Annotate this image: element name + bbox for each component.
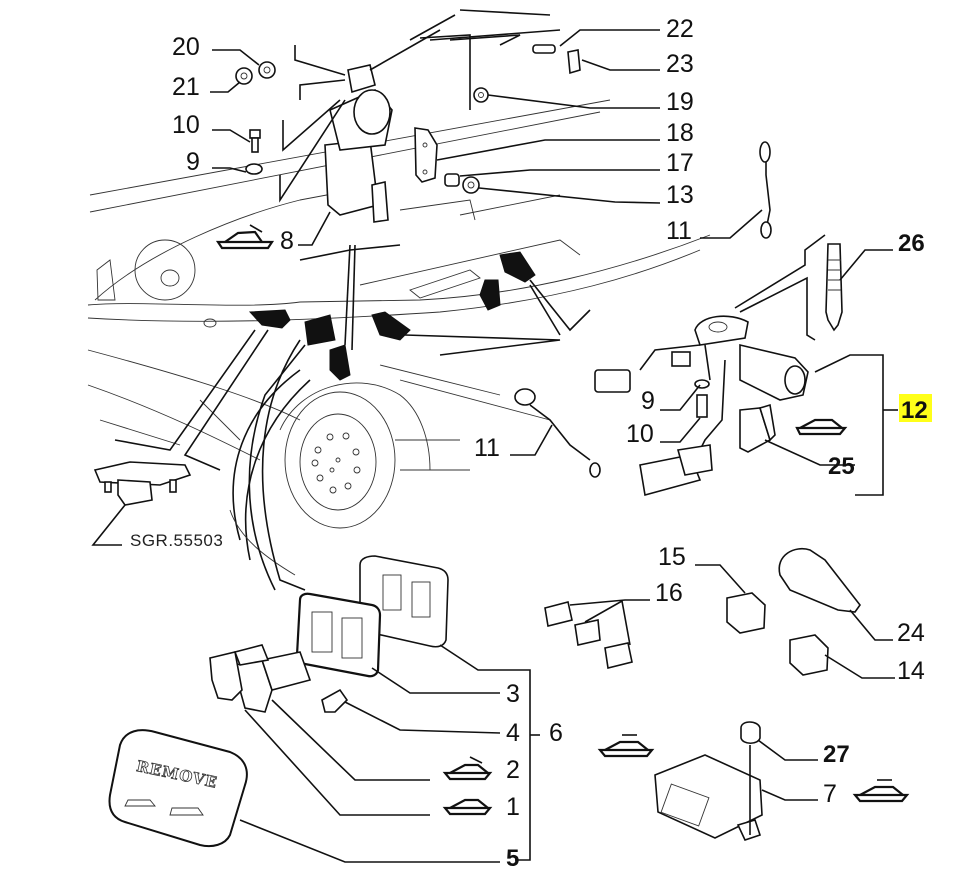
- callout-11-mid: 11: [474, 434, 500, 462]
- roof-motor-kit-12: [594, 234, 898, 497]
- callout-26: 26: [898, 230, 925, 257]
- clip-23: [567, 49, 581, 75]
- callout-9-right: 9: [641, 387, 655, 415]
- callout-11: 11: [666, 217, 692, 245]
- callout-4: 4: [506, 719, 520, 747]
- reference-code: SGR.55503: [130, 531, 223, 550]
- callout-5: 5: [506, 845, 519, 872]
- bolt-10-top: [249, 129, 261, 153]
- convertible-roof-motion-icon-right: [852, 779, 910, 803]
- callout-13: 13: [666, 181, 694, 209]
- callout-leaders: [210, 29, 893, 466]
- callout-2: 2: [506, 756, 520, 784]
- callout-18: 18: [666, 119, 694, 147]
- clip-24: [778, 548, 893, 641]
- callout-9: 9: [186, 148, 200, 176]
- convertible-roof-icon-1: [442, 798, 493, 816]
- convertible-roof-icon-12: [795, 418, 848, 436]
- cable-11-top: [759, 141, 772, 239]
- callout-1: 1: [506, 793, 520, 821]
- relay-15: [695, 564, 766, 634]
- sgr-part: [91, 461, 192, 546]
- callout-21: 21: [172, 73, 200, 101]
- callout-3: 3: [506, 680, 520, 708]
- callout-14: 14: [897, 657, 925, 685]
- washer-19: [473, 87, 489, 103]
- remove-cover-5: REMOVE: [108, 729, 248, 848]
- car-body-outline: [87, 99, 711, 576]
- callout-20: 20: [172, 33, 200, 61]
- switch-frame-3: [295, 592, 382, 678]
- switch-leaders: [239, 644, 540, 863]
- roof-switch-1: [209, 644, 270, 701]
- relay-14: [789, 634, 895, 679]
- callout-12: 12: [901, 397, 928, 424]
- pin-22: [532, 44, 556, 54]
- highlight-marker: [899, 394, 932, 422]
- callout-7: 7: [823, 780, 837, 808]
- callout-19: 19: [666, 88, 694, 116]
- callout-10-right: 10: [626, 420, 654, 448]
- nut-13: [462, 176, 480, 194]
- roof-motor-assembly: [279, 9, 561, 223]
- callout-27: 27: [823, 741, 850, 768]
- bushing-17: [444, 173, 460, 187]
- control-unit-7: [654, 745, 818, 841]
- callout-23: 23: [666, 50, 694, 78]
- callout-17: 17: [666, 149, 694, 177]
- bracket-18: [414, 127, 438, 183]
- clip-4: [321, 688, 349, 713]
- callout-8: 8: [280, 227, 294, 255]
- callout-22: 22: [666, 15, 694, 43]
- callout-24: 24: [897, 619, 925, 647]
- mounting-points: [114, 244, 591, 591]
- convertible-roof-icon-2: [442, 756, 493, 781]
- fuse-16: [544, 599, 650, 669]
- nut-21: [235, 67, 253, 85]
- nut-27: [740, 721, 818, 761]
- callout-labels: 20 21 10 9 8 22 23 19 18 17 13 11 26 12 …: [130, 15, 932, 872]
- callout-15: 15: [658, 543, 686, 571]
- callout-6: 6: [549, 719, 563, 747]
- callout-10: 10: [172, 111, 200, 139]
- convertible-roof-motion-icon-left: [597, 734, 655, 758]
- nut-20: [258, 61, 276, 79]
- washer-9-top: [245, 163, 263, 175]
- convertible-roof-icon-8: [215, 224, 275, 250]
- callout-16: 16: [655, 579, 683, 607]
- callout-25: 25: [828, 453, 855, 480]
- cable-11-mid: [514, 388, 601, 478]
